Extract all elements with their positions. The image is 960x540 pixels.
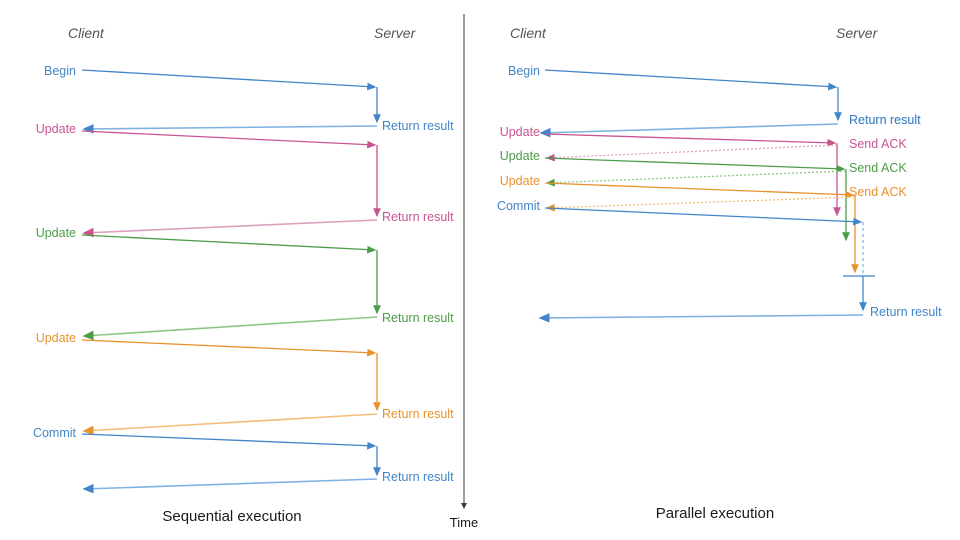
parallel-ack-arrow-1 xyxy=(545,144,838,162)
time-axis-label-text: Time xyxy=(450,515,478,530)
parallel-server-lane-title: Server xyxy=(836,25,879,41)
parallel-ack-arrow-2 xyxy=(545,170,847,187)
sequential-reply-arrow-0 xyxy=(82,124,378,134)
sequential-reply-arrow-4 xyxy=(82,478,378,494)
sequential-label-4: Commit xyxy=(33,426,77,440)
sequential-label-0: Begin xyxy=(44,64,76,78)
sequential-reply-label-1: Return result xyxy=(382,210,454,224)
parallel-reply-label-0: Return result xyxy=(849,113,921,127)
sequential-reply-label-0: Return result xyxy=(382,119,454,133)
sequential-request-arrow-2 xyxy=(81,234,377,254)
sequential-label-2: Update xyxy=(36,226,76,240)
sequential-request-arrow-0 xyxy=(81,69,377,91)
sequential-caption: Sequential execution xyxy=(162,508,301,525)
parallel-label-4: Commit xyxy=(497,199,541,213)
parallel-reply-label-0: Return result xyxy=(849,113,921,127)
parallel-final-reply-arrow xyxy=(538,313,864,323)
parallel-request-arrow-2 xyxy=(544,157,846,173)
parallel-ack-label-2: Send ACK xyxy=(849,161,907,175)
parallel-client-lane-title: Client xyxy=(510,25,547,41)
sequential-reply-label-4: Return result xyxy=(382,470,454,484)
parallel-reply-arrow-0 xyxy=(539,123,839,138)
parallel-ack-arrow-3 xyxy=(545,196,856,212)
sequential-label-1: Update xyxy=(36,122,76,136)
parallel-final-reply-label: Return result xyxy=(870,305,942,319)
parallel-label-1: Update xyxy=(500,125,540,139)
sequential-server-lane-title: Server xyxy=(374,25,417,41)
sequential-request-arrow-3 xyxy=(81,339,377,357)
sequential-reply-label-3: Return result xyxy=(382,407,454,421)
sequential-reply-arrow-1 xyxy=(82,219,378,238)
parallel-request-arrow-4 xyxy=(544,207,863,226)
sequential-reply-arrow-2 xyxy=(82,316,378,341)
sequential-client-lane-title: Client xyxy=(68,25,105,41)
sequential-reply-label-2: Return result xyxy=(382,311,454,325)
sequential-reply-arrow-3 xyxy=(82,413,378,436)
parallel-request-arrow-1 xyxy=(544,133,837,147)
sequential-label-3: Update xyxy=(36,331,76,345)
sequential-request-arrow-4 xyxy=(81,433,377,450)
time-axis-group: Time xyxy=(450,18,478,530)
parallel-caption: Parallel execution xyxy=(656,505,774,522)
parallel-label-0: Begin xyxy=(508,64,540,78)
parallel-ack-label-3: Send ACK xyxy=(849,185,907,199)
parallel-label-3: Update xyxy=(500,174,540,188)
parallel-request-arrow-3 xyxy=(544,182,855,199)
parallel-ack-label-1: Send ACK xyxy=(849,137,907,151)
sequential-request-arrow-1 xyxy=(81,130,377,149)
parallel-label-2: Update xyxy=(500,149,540,163)
parallel-request-arrow-0 xyxy=(544,69,838,91)
